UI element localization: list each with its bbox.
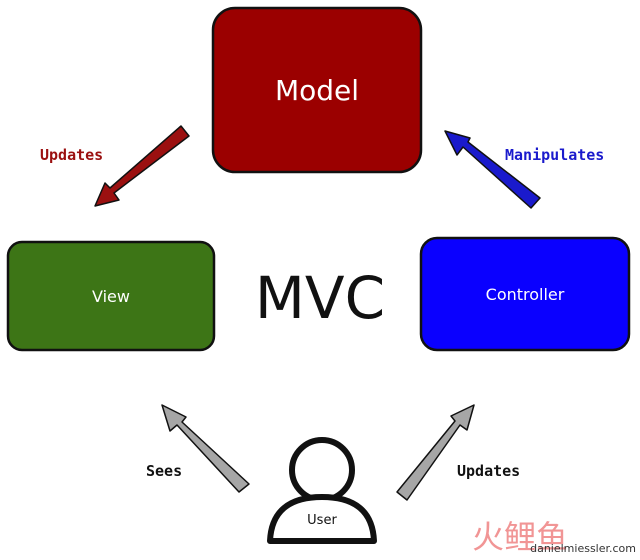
watermark: 火鲤鱼 danielmiessler.com <box>472 518 636 556</box>
arrow-model-to-view <box>94 125 190 207</box>
watermark-logo-text: 火鲤鱼 <box>472 518 568 556</box>
view-node: View <box>6 240 216 352</box>
arrow-controller-to-model <box>444 130 541 209</box>
model-label: Model <box>275 74 359 107</box>
watermark-url: danielmiessler.com <box>530 542 636 555</box>
user-icon: User <box>267 437 377 544</box>
edge-label-user-to-controller: Updates <box>457 462 520 480</box>
model-node: Model <box>211 6 423 174</box>
arrow-user-to-view-shape <box>161 404 250 493</box>
arrow-model-to-view-shape <box>94 125 190 207</box>
diagram-title: MVC <box>255 264 385 332</box>
controller-box <box>419 236 631 352</box>
view-box <box>6 240 216 352</box>
user-body-shape <box>267 494 377 544</box>
controller-label: Controller <box>486 285 565 304</box>
model-box <box>211 6 423 174</box>
edge-label-model-to-view: Updates <box>40 146 103 164</box>
arrow-controller-to-model-shape <box>444 130 541 209</box>
arrow-user-to-controller <box>396 404 475 501</box>
arrow-user-to-view <box>161 404 250 493</box>
user-label: User <box>307 513 337 528</box>
edge-label-user-to-view: Sees <box>146 462 182 480</box>
arrow-user-to-controller-shape <box>396 404 475 501</box>
view-label: View <box>92 287 130 306</box>
edge-label-controller-to-model: Manipulates <box>505 146 604 164</box>
user-head-shape <box>289 437 355 503</box>
controller-node: Controller <box>419 236 631 352</box>
